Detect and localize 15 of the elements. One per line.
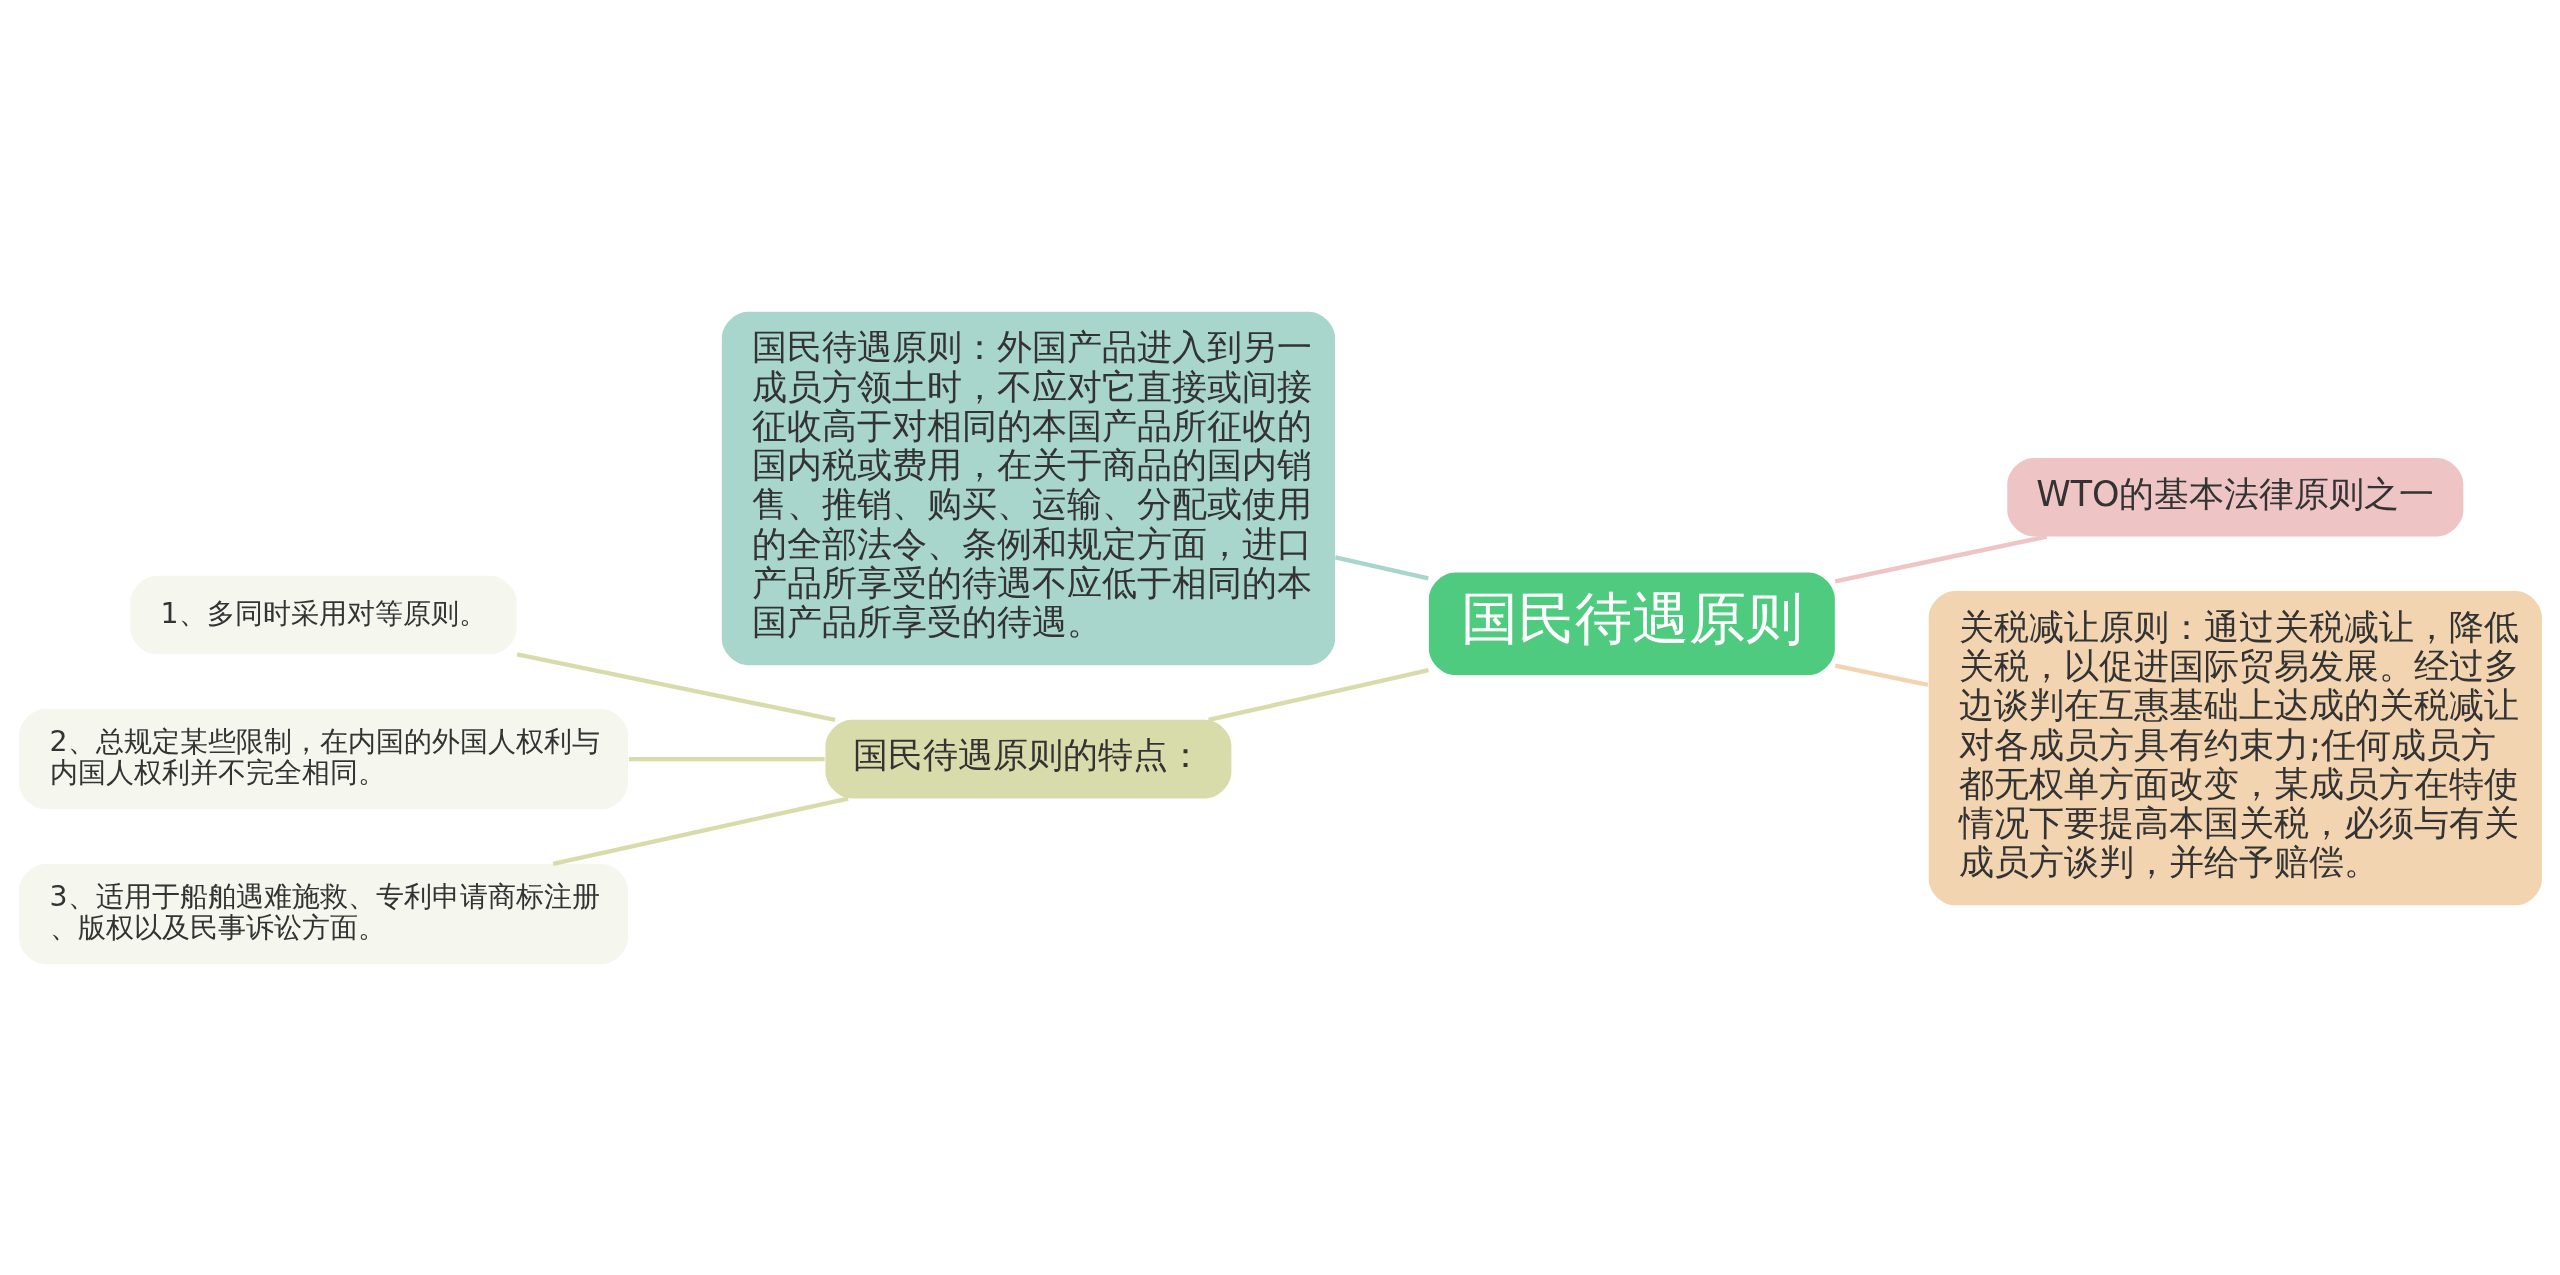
node-box: 关税减让原则：通过关税减让，降低关税，以促进国际贸易发展。经过多边谈判在互惠基础上达成的关税减让对各成员方具有约束力;任何成员方都无权单方面改变，某成员方在特使情况下要提高本国关税，必须与有关成员方谈判，并给予赔偿。: [1928, 590, 2542, 905]
node-box: 3、适用于船舶遇难施救、专利申请商标注册、版权以及民事诉讼方面。: [18, 863, 628, 964]
node-box: 国民待遇原则：外国产品进入到另一成员方领土时，不应对它直接或间接征收高于对相同的本国产品所征收的国内税或费用，在关于商品的国内销售、推销、购买、运输、分配或使用的全部法令、条例和规定方面，进口产品所享受的待遇不应低于相同的本国产品所享受的待遇。: [721, 311, 1335, 665]
node-box: 2、总规定某些限制，在内国的外国人权利与内国人权利并不完全相同。: [18, 708, 628, 809]
connector: [1834, 534, 2047, 583]
node-box: 国民待遇原则: [1428, 572, 1835, 675]
connector: [1207, 667, 1429, 722]
connector: [628, 756, 825, 761]
node-box: WTO的基本法律原则之一: [2006, 457, 2463, 536]
connector: [1834, 662, 1928, 687]
node-box: 国民待遇原则的特点：: [824, 719, 1231, 798]
node-box: 1、多同时采用对等原则。: [129, 575, 517, 654]
connector: [552, 795, 849, 866]
connector: [516, 651, 835, 722]
connector: [1334, 554, 1429, 580]
